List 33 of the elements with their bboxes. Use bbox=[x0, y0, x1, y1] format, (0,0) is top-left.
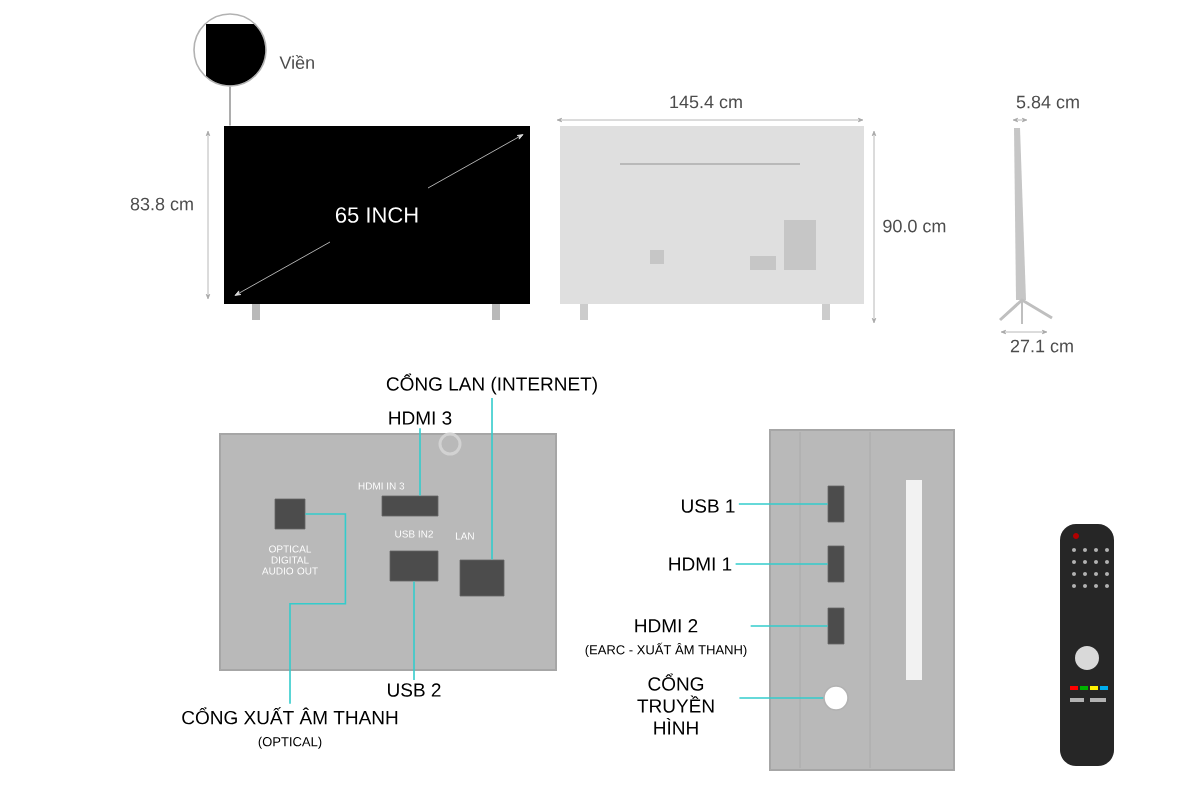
port-label: HDMI 3 bbox=[389, 411, 452, 425]
dimension-label: 5.84 cm bbox=[1016, 95, 1079, 109]
dimension-label: 83.8 cm bbox=[130, 197, 193, 211]
leader-line bbox=[738, 697, 824, 699]
bezel-label: Viền bbox=[279, 55, 314, 69]
dimension-label: 145.4 cm bbox=[670, 95, 742, 109]
lan-port bbox=[459, 559, 505, 597]
usb-port bbox=[827, 485, 845, 523]
tv-front-screen: 65 INCH bbox=[224, 126, 530, 304]
leader-line bbox=[738, 503, 829, 505]
hdmi-port bbox=[381, 495, 439, 517]
hdmi-port bbox=[827, 545, 845, 583]
port-label: USB 2 bbox=[388, 683, 441, 697]
antenna-port bbox=[823, 685, 849, 711]
leader-line bbox=[419, 427, 421, 497]
usb-port bbox=[389, 550, 439, 582]
dimension-label: 27.1 cm bbox=[1010, 339, 1073, 353]
side-panel-picture bbox=[769, 429, 955, 771]
optical-port bbox=[274, 498, 306, 530]
port-label: HDMI 1 bbox=[669, 557, 732, 571]
leader-line bbox=[749, 625, 829, 627]
leader-line bbox=[491, 397, 493, 561]
bezel-closeup bbox=[193, 13, 267, 87]
port-panel-picture bbox=[219, 432, 557, 671]
hdmi-port bbox=[827, 607, 845, 645]
port-label: CỔNG LAN (INTERNET) bbox=[386, 373, 597, 395]
dimension-label: 90.0 cm bbox=[883, 219, 946, 233]
leader-line bbox=[413, 580, 415, 681]
leader-line bbox=[734, 563, 829, 565]
leader-line bbox=[289, 513, 347, 705]
port-label: USB 1 bbox=[682, 499, 735, 513]
port-label: CỔNG TRUYỀN HÌNH bbox=[637, 673, 714, 735]
leader-line bbox=[229, 86, 231, 127]
